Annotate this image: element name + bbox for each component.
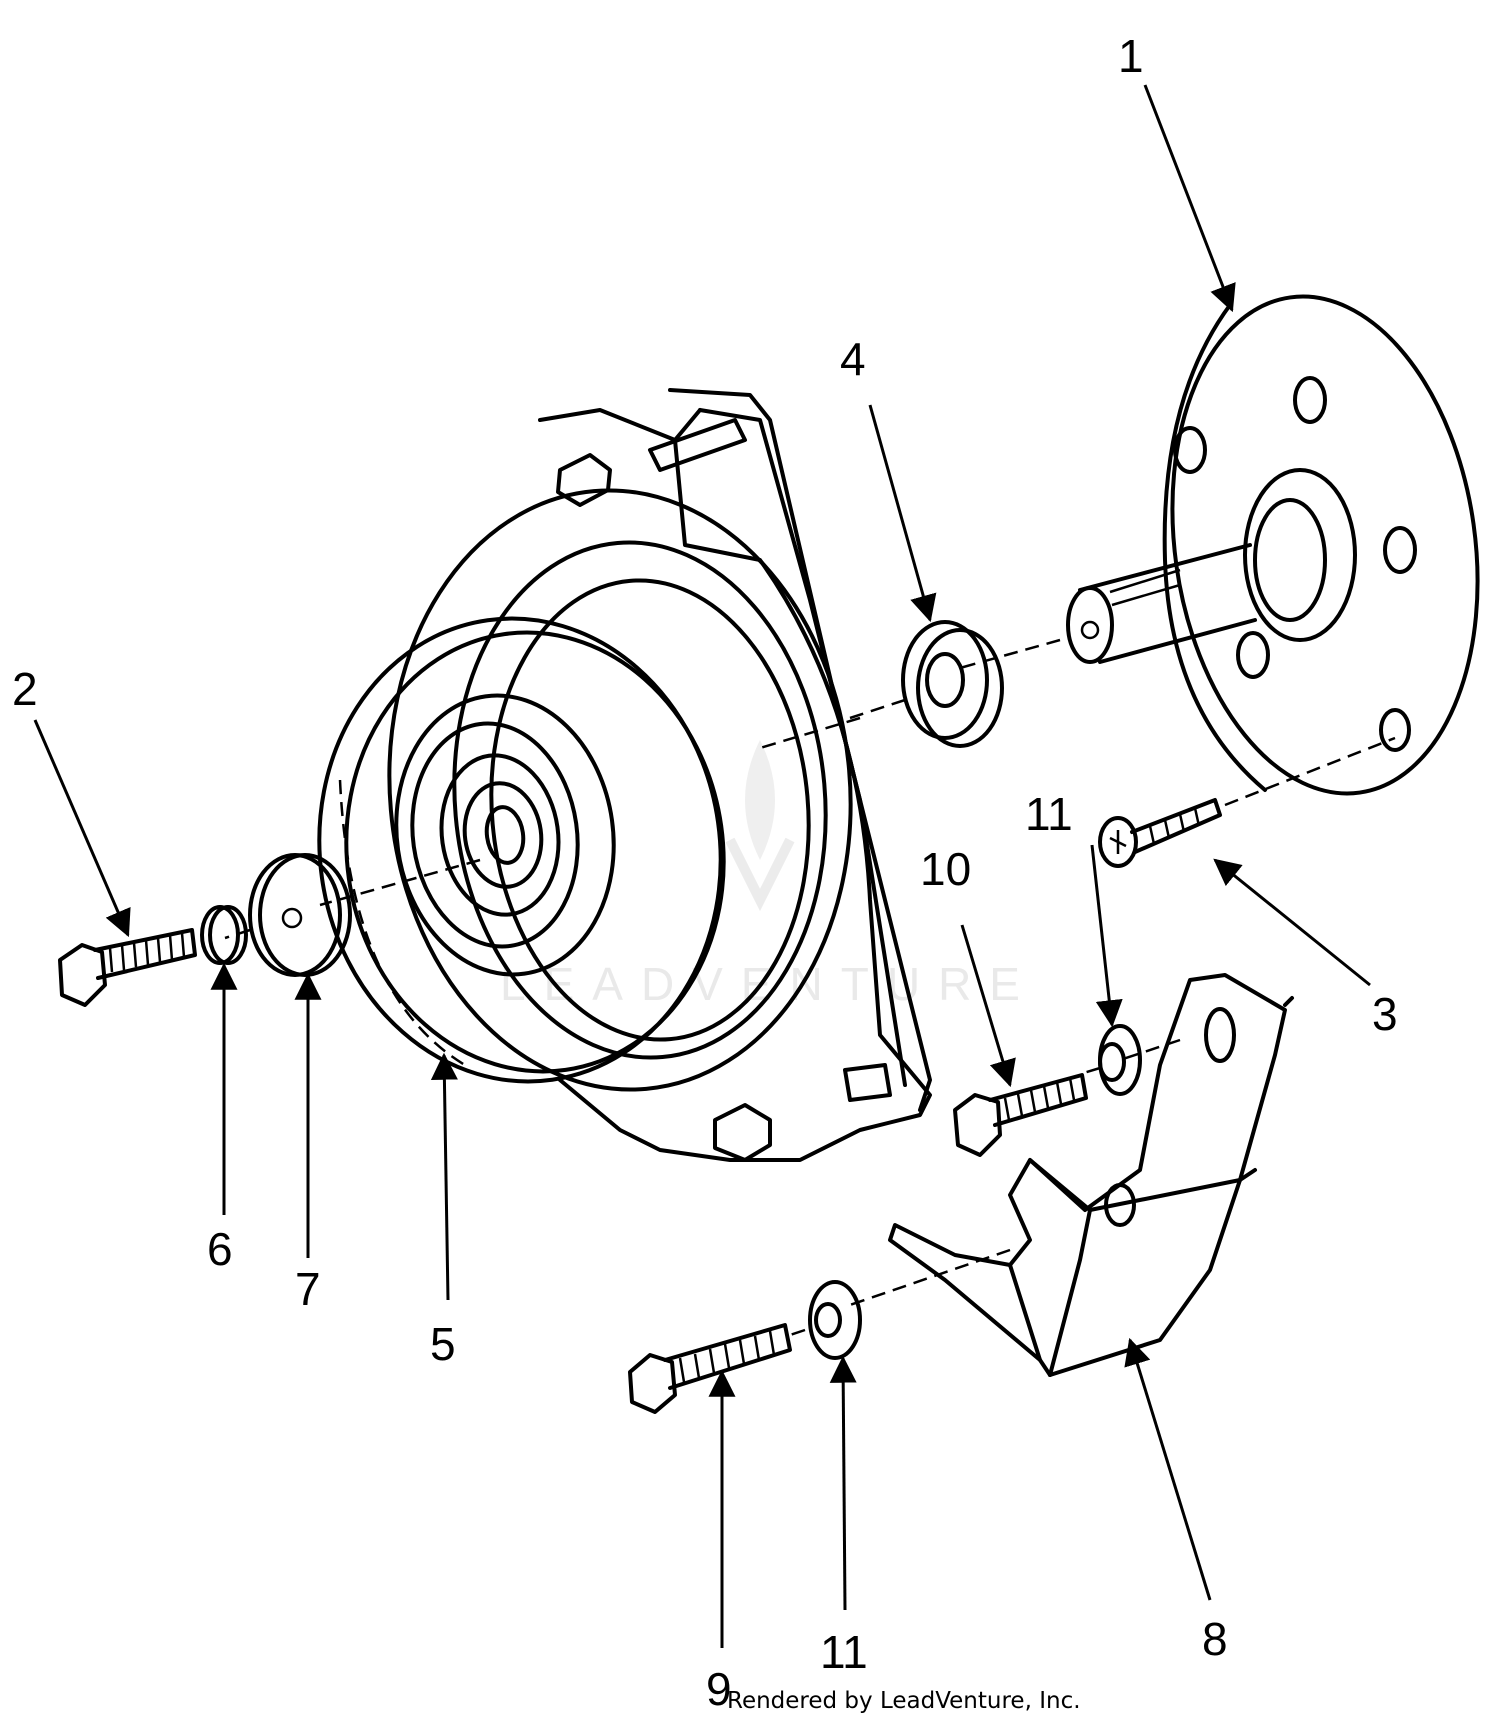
callout-11-upper: 11 [1025, 788, 1073, 840]
part-8-bracket [888, 973, 1294, 1377]
leader-8 [1124, 1337, 1212, 1601]
part-5-clutch-assembly [317, 388, 932, 1162]
leader-11-lower [829, 1355, 857, 1611]
leader-2 [33, 719, 131, 938]
render-credit: Rendered by LeadVenture, Inc. [727, 1688, 1081, 1714]
watermark-text: LEADVENTURE [500, 958, 1038, 1010]
axis-line-shaft [959, 638, 1061, 670]
part-11-washer-lower [808, 1280, 862, 1360]
callout-8: 8 [1202, 1613, 1228, 1665]
callout-2: 2 [12, 663, 38, 715]
callout-3: 3 [1372, 988, 1398, 1040]
part-3-screw [1098, 798, 1222, 868]
part-11-washer-upper [1098, 1024, 1142, 1096]
leader-10 [960, 924, 1016, 1088]
callout-5: 5 [430, 1318, 456, 1370]
callout-11-lower: 11 [820, 1626, 868, 1678]
part-4-spacer [901, 620, 1004, 748]
callout-9: 9 [706, 1663, 732, 1715]
watermark-logo [725, 740, 795, 912]
callout-1: 1 [1118, 30, 1144, 82]
part-7-flat-washer [248, 853, 352, 977]
callout-10: 10 [920, 843, 971, 895]
axis-line-spacer [849, 698, 906, 720]
part-9-hex-bolt [628, 1323, 792, 1414]
axis-line-screw [1224, 736, 1396, 807]
axis-line-clutch [759, 716, 861, 750]
part-6-lock-washer [200, 905, 248, 965]
leader-4 [868, 404, 937, 623]
part-10-hex-bolt [953, 1073, 1088, 1157]
leader-3 [1213, 858, 1371, 987]
leader-1 [1143, 84, 1236, 313]
leader-5 [430, 1052, 458, 1301]
axis-line-bracket-upper [1119, 1038, 1181, 1062]
axis-line-washer-lower [789, 1328, 806, 1337]
callout-7: 7 [295, 1263, 321, 1315]
leader-11-upper [1090, 844, 1123, 1028]
axis-line-washer-upper [1079, 1066, 1101, 1076]
part-2-hex-bolt [58, 928, 197, 1007]
part-1-mounting-plate [1066, 294, 1480, 796]
callout-6: 6 [207, 1223, 233, 1275]
axis-line-bracket-lower [849, 1248, 1011, 1307]
callout-4: 4 [840, 333, 866, 385]
leader-lines [33, 84, 1371, 1648]
